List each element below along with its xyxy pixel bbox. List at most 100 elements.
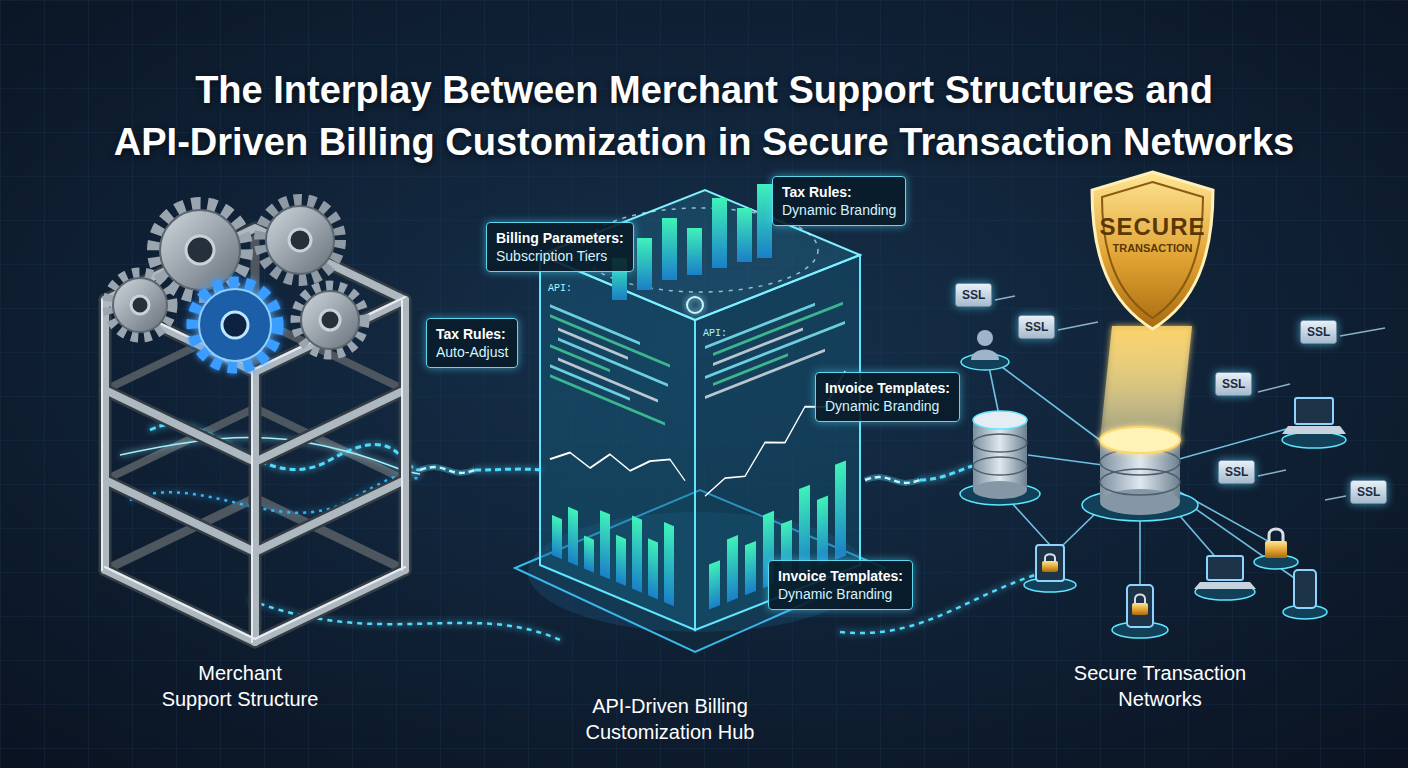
light-streaks — [1058, 322, 1098, 330]
gear — [160, 210, 240, 290]
frame-front — [102, 228, 405, 642]
code-face-left — [664, 522, 674, 606]
info-panel: Invoice Templates:Dynamic Branding — [768, 560, 913, 610]
gear — [296, 286, 364, 354]
info-panel: Tax Rules:Auto-Adjust — [426, 318, 518, 368]
code-face-left — [550, 409, 685, 516]
ssl-label: SSL — [1222, 377, 1245, 391]
code-label: API: — [703, 328, 727, 339]
code-face-left — [550, 304, 640, 345]
frame-front — [105, 570, 405, 642]
database — [973, 420, 1027, 490]
gear — [131, 296, 149, 314]
top-bar-chart — [737, 208, 752, 262]
region-title: API-Driven Billing Customization Hub — [475, 693, 865, 745]
region-label: Merchant Support Structure — [60, 660, 420, 712]
data-stream-decor — [475, 468, 545, 472]
central-server — [1100, 489, 1180, 515]
ssl-chip: SSL — [1018, 315, 1055, 339]
code-face-right — [705, 349, 825, 399]
shield-outline — [1092, 172, 1213, 329]
panel-heading: Tax Rules: — [436, 325, 508, 343]
laptop — [1282, 398, 1346, 448]
database — [960, 411, 1040, 505]
data-stream — [865, 477, 920, 483]
frame-front — [251, 372, 253, 642]
user-icon — [971, 350, 999, 361]
lock-icon — [1254, 529, 1298, 569]
frame-front — [101, 300, 103, 570]
code-face-right — [745, 541, 756, 595]
code-face-left — [568, 507, 578, 566]
frame-front — [105, 228, 405, 642]
code-face-left — [616, 535, 626, 586]
frame-front — [399, 300, 412, 570]
frame-front — [101, 300, 109, 570]
gear-glowing — [193, 283, 277, 367]
code-label: API: — [548, 283, 572, 294]
code-face-left — [632, 516, 642, 593]
lock-icon — [1265, 541, 1287, 558]
frame-front — [105, 390, 405, 462]
code-face-left — [550, 364, 630, 401]
top-bar-chart — [712, 198, 727, 268]
code-face-left — [550, 374, 665, 425]
top-bar-chart — [687, 297, 703, 313]
central-server — [1100, 469, 1180, 495]
laptop — [1295, 398, 1333, 424]
code-face-left — [552, 515, 562, 559]
gear-glowing — [222, 312, 248, 338]
region-label: API-Driven Billing Customization Hub — [475, 693, 865, 745]
light-streaks — [1325, 496, 1346, 500]
ssl-chip: SSL — [1215, 372, 1252, 396]
code-face-right — [817, 496, 828, 567]
code-face-left — [584, 535, 594, 572]
region-label: Secure Transaction Networks — [920, 660, 1400, 712]
tablet — [1036, 545, 1064, 581]
tablet — [1024, 545, 1076, 592]
diagram-title: The Interplay Between Merchant Support S… — [0, 64, 1408, 168]
code-face-left — [558, 358, 658, 403]
lock-icon — [1269, 529, 1283, 542]
panel-heading: Billing Parameters: — [496, 229, 624, 247]
ssl-chip: SSL — [1218, 460, 1255, 484]
data-stream-decor — [920, 466, 972, 480]
code-face-right — [835, 461, 846, 560]
data-stream — [865, 477, 920, 483]
gear — [289, 229, 311, 251]
gear — [301, 291, 359, 349]
light-streaks — [995, 296, 1385, 500]
laptop — [1194, 582, 1256, 589]
user-icon — [977, 330, 993, 346]
gear-glowing — [193, 283, 277, 367]
ssl-chip: SSL — [955, 283, 992, 307]
phone — [1283, 570, 1327, 619]
gear — [108, 273, 172, 337]
gear — [320, 310, 340, 330]
code-face-left — [648, 538, 658, 599]
ssl-label: SSL — [962, 288, 985, 302]
tablet — [1045, 554, 1055, 562]
ssl-chip: SSL — [1300, 320, 1337, 344]
frame-front — [105, 228, 405, 642]
region: Secure Transaction Networks SECURETRANSAC… — [920, 165, 1400, 712]
info-panel: Billing Parameters:Subscription Tiers — [486, 222, 634, 272]
code-face-right — [727, 535, 738, 602]
gear-glowing — [199, 289, 271, 361]
light-streaks — [1258, 470, 1286, 476]
network — [960, 296, 1385, 638]
panel-body: Subscription Tiers — [496, 247, 624, 265]
panel-heading: Tax Rules: — [782, 183, 896, 201]
security-shield: SECURETRANSACTION — [1085, 168, 1220, 333]
tablet — [1042, 561, 1058, 572]
light-streaks — [995, 296, 1015, 300]
gear — [296, 286, 364, 354]
central-server — [1100, 427, 1180, 453]
gear — [266, 206, 334, 274]
data-stream — [420, 467, 475, 473]
panel-body: Dynamic Branding — [825, 397, 950, 415]
